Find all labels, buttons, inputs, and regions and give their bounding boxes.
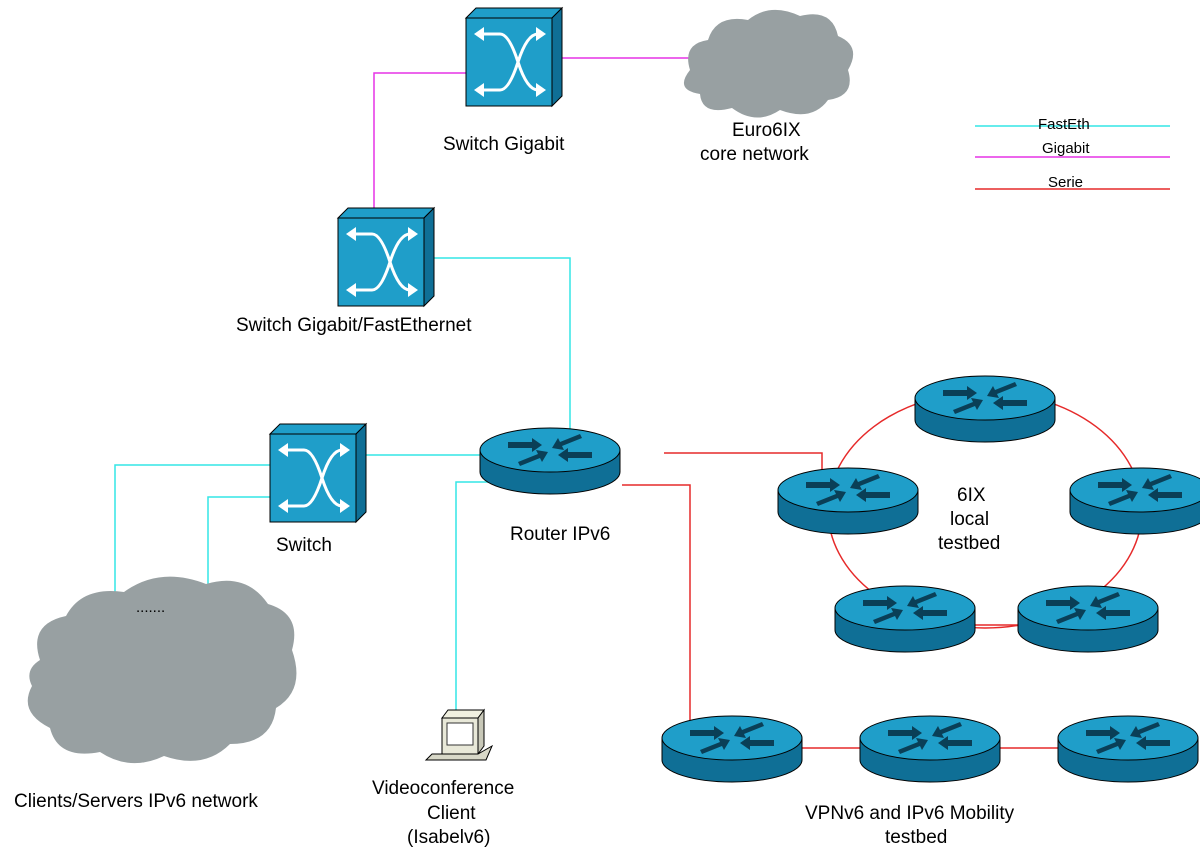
local-testbed-label-line1: 6IX	[957, 485, 986, 506]
legend-gigabit-label: Gigabit	[1042, 140, 1090, 157]
gigabit-link-switch-to-switch	[373, 72, 466, 208]
vpn-testbed-label-line1: VPNv6 and IPv6 Mobility	[805, 803, 1015, 824]
euro6ix-label-line2: core network	[700, 144, 809, 165]
videoconference-label-line3: (Isabelv6)	[407, 827, 491, 848]
legend-serial-label: Serie	[1048, 174, 1084, 191]
legend	[975, 125, 1170, 190]
clients-servers-label: Clients/Servers IPv6 network	[14, 791, 258, 812]
clients-servers-cloud	[27, 576, 297, 764]
switch-gb-fe-label: Switch Gigabit/FastEthernet	[236, 315, 472, 336]
vpn-testbed-label-line2: testbed	[885, 827, 948, 848]
vpn-router-1-icon[interactable]	[661, 715, 803, 783]
testbed-router-top-icon[interactable]	[914, 375, 1056, 443]
router-ipv6-label: Router IPv6	[510, 524, 611, 545]
fasteth-link-switch-to-router	[424, 257, 571, 432]
testbed-router-right-icon[interactable]	[1069, 467, 1200, 535]
switch-gigabit-icon[interactable]	[464, 6, 564, 108]
videoconference-label-line2: Client	[427, 803, 476, 824]
testbed-router-bottom-left-icon[interactable]	[834, 585, 976, 653]
local-testbed-label-line2: local	[950, 509, 990, 530]
euro6ix-core-cloud	[683, 9, 854, 118]
computer-icon[interactable]	[424, 708, 494, 761]
fasteth-link-switch-to-clients-2	[207, 496, 270, 624]
fasteth-link-switch-to-clients-1	[114, 464, 270, 640]
serial-link-router-to-local-testbed	[664, 452, 823, 470]
euro6ix-label-line1: Euro6IX	[732, 120, 801, 141]
testbed-router-left-icon[interactable]	[777, 467, 919, 535]
serial-link-router-to-vpn-testbed	[622, 484, 691, 736]
fasteth-link-router-to-videoclient	[455, 481, 494, 716]
switch-icon[interactable]	[268, 422, 368, 524]
dots-label: .......	[136, 599, 166, 616]
switch-gigabit-label: Switch Gigabit	[443, 134, 565, 155]
router-ipv6-icon[interactable]	[479, 427, 621, 495]
switch-label: Switch	[276, 535, 332, 556]
testbed-router-bottom-right-icon[interactable]	[1017, 585, 1159, 653]
switch-gigabit-fastethernet-icon[interactable]	[336, 206, 436, 308]
videoconference-label-line1: Videoconference	[372, 778, 515, 799]
vpn-router-2-icon[interactable]	[859, 715, 1001, 783]
vpn-router-3-icon[interactable]	[1057, 715, 1199, 783]
local-testbed-label-line3: testbed	[938, 533, 1001, 554]
legend-fastethernet-label: FastEth	[1038, 116, 1090, 133]
